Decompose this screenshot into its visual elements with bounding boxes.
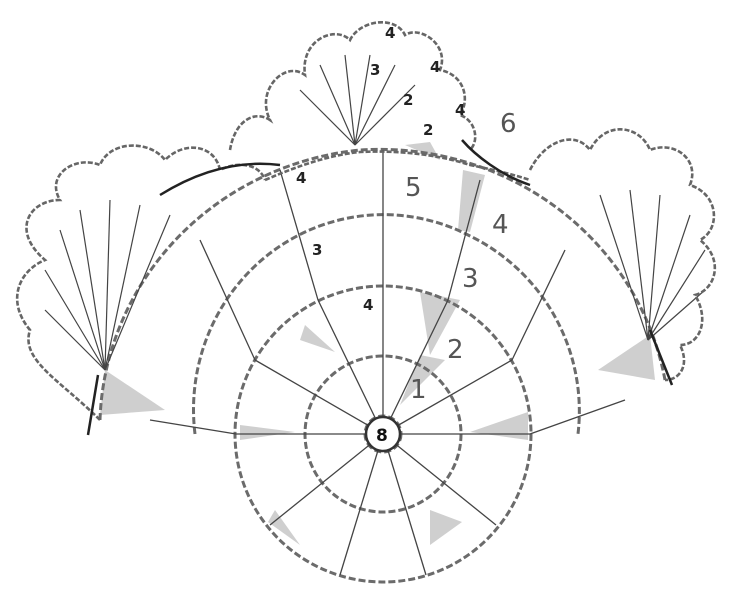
label-top-fan-2a: 2	[403, 91, 413, 109]
label-top-fan-4a: 4	[385, 24, 395, 42]
fans	[45, 55, 705, 370]
label-inner-ring4: 4	[363, 296, 373, 314]
label-band5: 5	[405, 173, 422, 203]
label-ring2: 2	[447, 335, 464, 365]
label-top-fan-3: 3	[370, 61, 380, 79]
label-inner-ring3: 3	[312, 241, 322, 259]
label-top-fan-4b: 4	[430, 58, 440, 76]
label-top-fan-2b: 2	[423, 121, 433, 139]
row-labels: 8 1 2 3 4 5 6 4 3 4 3 2 2 4 4 4	[296, 24, 517, 446]
label-ring3: 3	[462, 264, 479, 294]
center-label: 8	[376, 426, 388, 446]
label-outer-ring4: 4	[296, 169, 306, 187]
label-top-fan-4c: 4	[455, 101, 465, 119]
shaded-wedges	[100, 142, 655, 545]
fan-left	[45, 200, 170, 370]
label-band6: 6	[500, 109, 517, 139]
label-ring1: 1	[410, 375, 427, 405]
label-ring4: 4	[492, 210, 509, 240]
round-3-arc	[194, 215, 580, 434]
fan-top	[300, 55, 415, 145]
